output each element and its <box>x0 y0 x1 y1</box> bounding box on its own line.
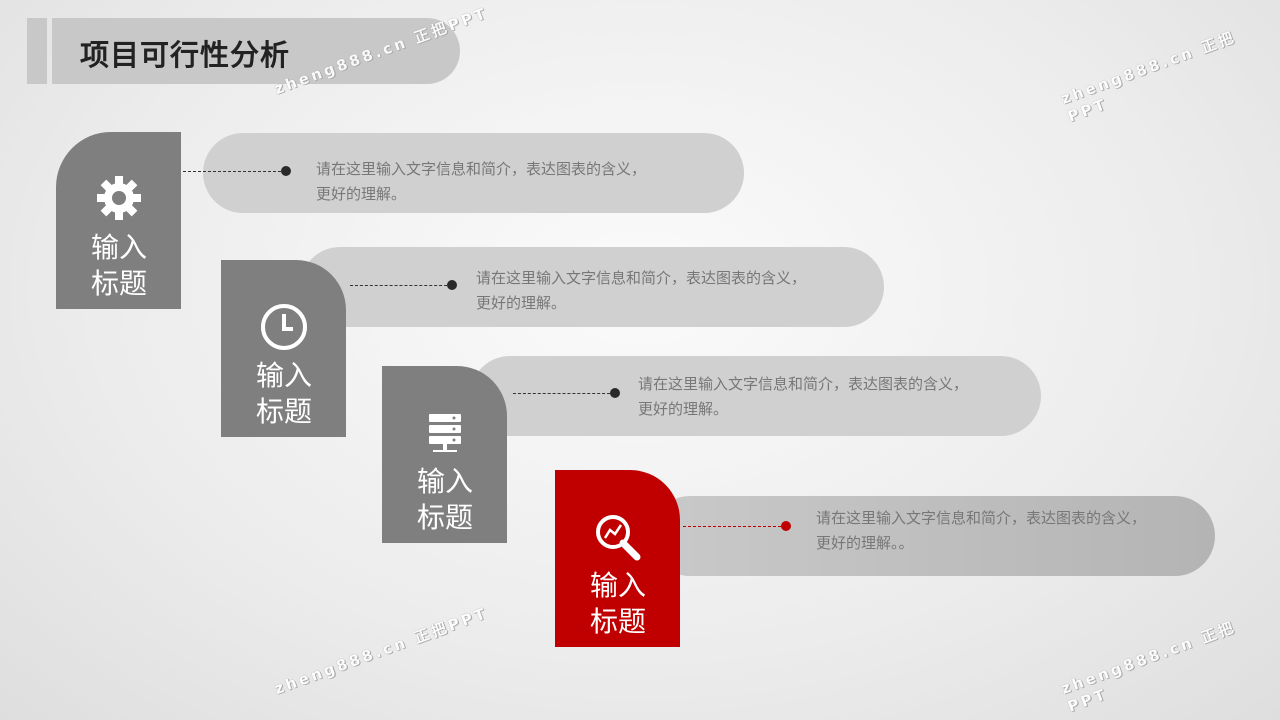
item-description-3: 请在这里输入文字信息和简介，表达图表的含义， 更好的理解。 <box>638 372 1038 422</box>
connector-dot <box>610 388 620 398</box>
connector-line <box>683 526 786 527</box>
item-description-4: 请在这里输入文字信息和简介，表达图表的含义， 更好的理解。。 <box>816 506 1216 556</box>
connector-dot <box>281 166 291 176</box>
gear-icon <box>56 174 181 224</box>
connector-line <box>513 393 615 394</box>
description-pill <box>300 247 884 327</box>
header-accent-bar <box>27 18 47 84</box>
description-line: 更好的理解。 <box>316 185 407 203</box>
item-description-2: 请在这里输入文字信息和简介，表达图表的含义， 更好的理解。 <box>476 266 876 316</box>
search-chart-icon <box>555 512 680 562</box>
server-icon <box>382 408 507 458</box>
description-pill <box>470 356 1041 436</box>
watermark: zheng888.cn 正把PPT <box>1058 27 1239 126</box>
connector-dot <box>781 521 791 531</box>
description-line: 请在这里输入文字信息和简介，表达图表的含义， <box>316 160 647 178</box>
clock-icon <box>221 302 346 352</box>
item-title: 输入标题 <box>416 465 473 534</box>
item-card-2[interactable]: 输入标题 <box>221 260 346 437</box>
description-line: 更好的理解。 <box>476 294 567 312</box>
connector-dot <box>447 280 457 290</box>
item-title: 输入标题 <box>255 359 312 428</box>
description-line: 更好的理解。 <box>638 400 729 418</box>
connector-line <box>183 171 286 172</box>
description-line: 请在这里输入文字信息和简介，表达图表的含义， <box>476 269 807 287</box>
page-title: 项目可行性分析 <box>80 38 291 72</box>
watermark: zheng888.cn 正把PPT <box>1058 617 1239 716</box>
header-banner <box>52 18 460 84</box>
item-title: 输入标题 <box>589 569 646 638</box>
item-title: 输入标题 <box>90 231 147 300</box>
connector-line <box>350 285 452 286</box>
item-description-1: 请在这里输入文字信息和简介，表达图表的含义， 更好的理解。 <box>316 157 716 207</box>
watermark: zheng888.cn 正把PPT <box>271 603 491 699</box>
description-pill <box>203 133 744 213</box>
description-line: 请在这里输入文字信息和简介，表达图表的含义， <box>638 375 969 393</box>
description-line: 请在这里输入文字信息和简介，表达图表的含义， <box>816 509 1147 527</box>
item-card-4[interactable]: 输入标题 <box>555 470 680 647</box>
description-pill <box>650 496 1215 576</box>
description-line: 更好的理解。。 <box>816 534 914 552</box>
item-card-3[interactable]: 输入标题 <box>382 366 507 543</box>
item-card-1[interactable]: 输入标题 <box>56 132 181 309</box>
